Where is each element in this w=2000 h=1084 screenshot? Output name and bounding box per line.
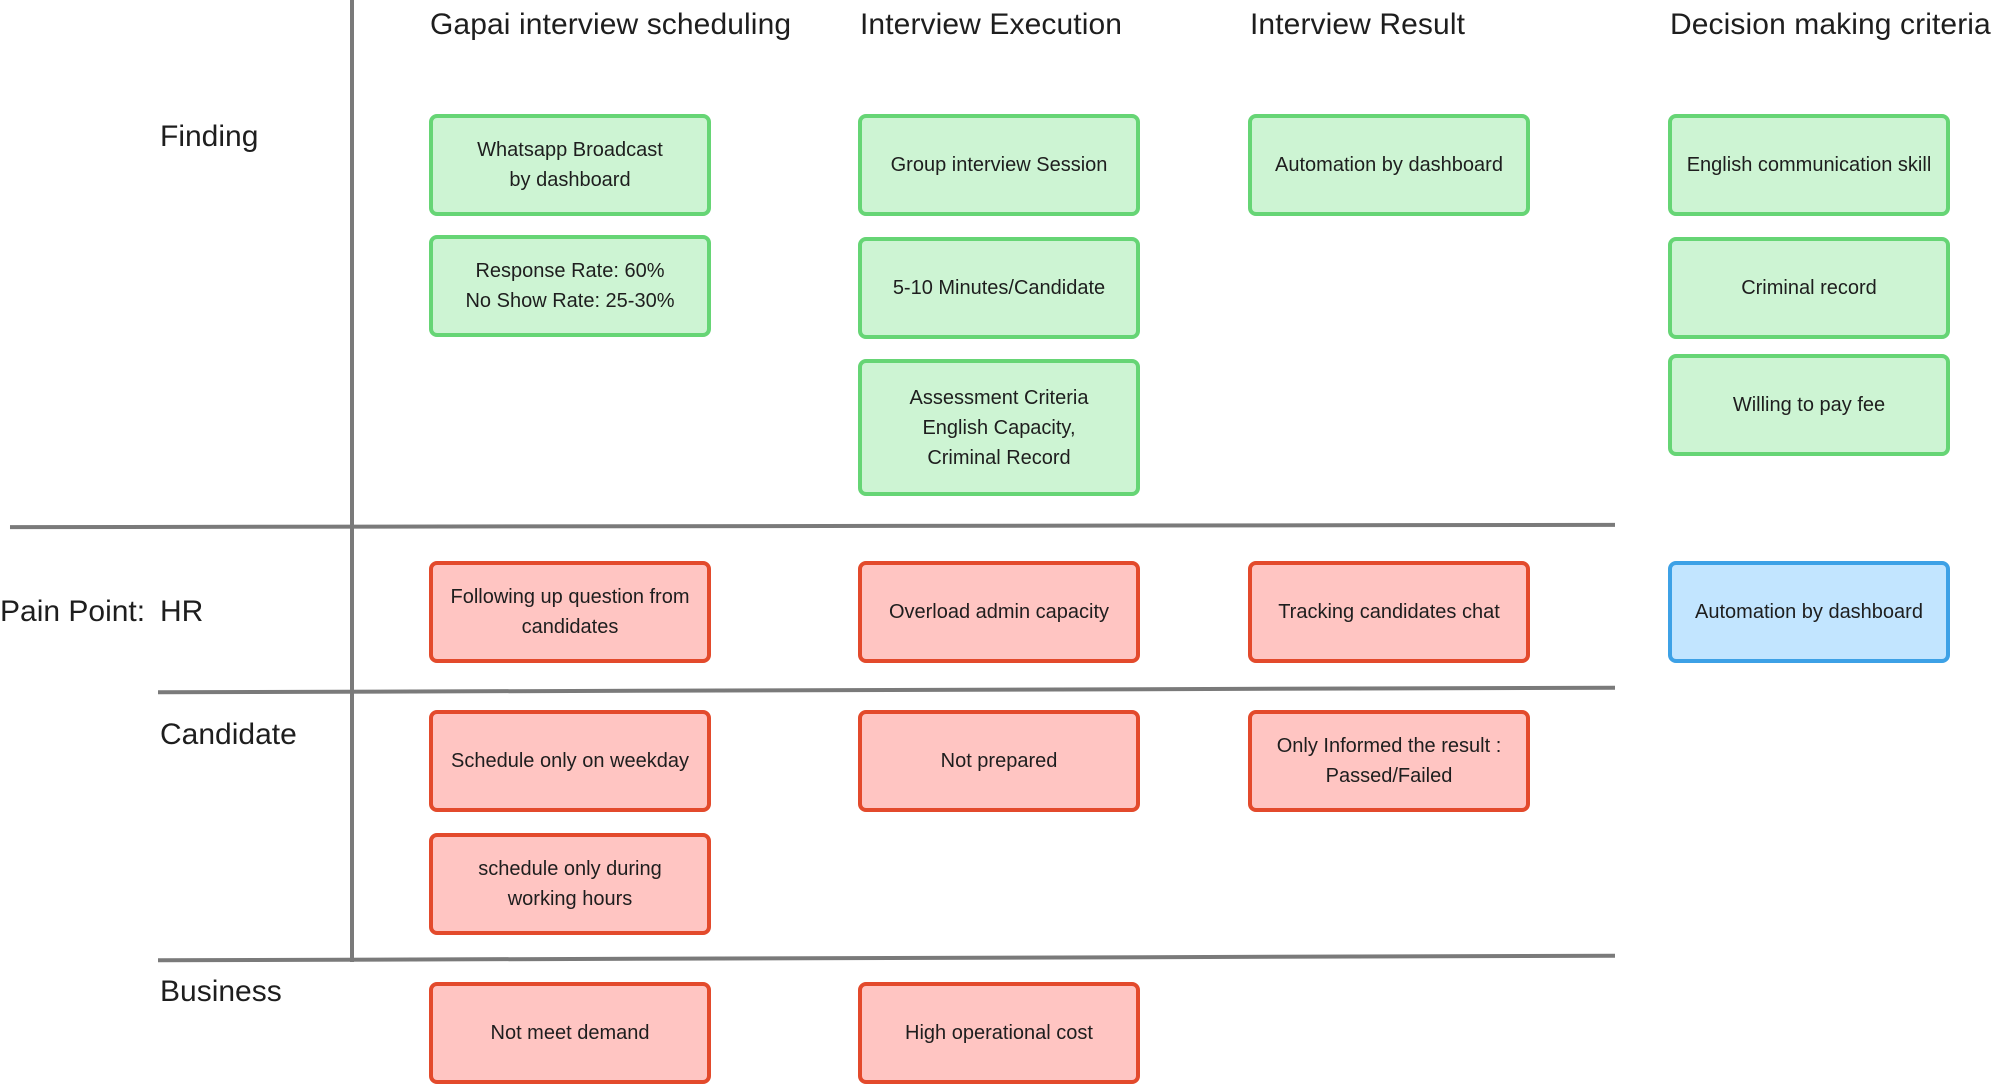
row-label-business: Business [160,975,282,1008]
horizontal-divider-candidate [157,953,1616,963]
candidate-card-not-prepared[interactable]: Not prepared [858,710,1140,812]
column-header-result: Interview Result [1250,8,1466,41]
finding-card-response-rate[interactable]: Response Rate: 60% No Show Rate: 25-30% [429,235,711,337]
horizontal-divider-hr [157,685,1616,695]
candidate-card-weekday[interactable]: Schedule only on weekday [429,710,711,812]
column-header-execution: Interview Execution [860,8,1123,41]
candidate-card-result-informed[interactable]: Only Informed the result : Passed/Failed [1248,710,1530,812]
finding-card-assessment-criteria[interactable]: Assessment Criteria English Capacity, Cr… [858,359,1140,496]
column-header-decision: Decision making criteria [1670,8,1991,41]
business-card-operational-cost[interactable]: High operational cost [858,982,1140,1084]
row-label-pain-point: Pain Point: [0,595,146,628]
finding-card-group-interview[interactable]: Group interview Session [858,114,1140,216]
finding-card-criminal-record[interactable]: Criminal record [1668,237,1950,339]
candidate-card-working-hours[interactable]: schedule only during working hours [429,833,711,935]
finding-card-english-communication[interactable]: English communication skill [1668,114,1950,216]
horizontal-divider-finding [9,522,1616,530]
hr-card-automation-decision[interactable]: Automation by dashboard [1668,561,1950,663]
hr-card-following-up[interactable]: Following up question from candidates [429,561,711,663]
hr-card-overload-admin[interactable]: Overload admin capacity [858,561,1140,663]
finding-card-minutes-per-candidate[interactable]: 5-10 Minutes/Candidate [858,237,1140,339]
row-label-hr: HR [160,595,204,628]
hr-card-tracking-chat[interactable]: Tracking candidates chat [1248,561,1530,663]
vertical-divider [350,0,354,962]
business-card-not-meet-demand[interactable]: Not meet demand [429,982,711,1084]
finding-card-automation-result[interactable]: Automation by dashboard [1248,114,1530,216]
row-label-finding: Finding [160,120,259,153]
finding-card-willing-to-pay[interactable]: Willing to pay fee [1668,354,1950,456]
column-header-scheduling: Gapai interview scheduling [430,8,792,41]
finding-card-whatsapp-broadcast[interactable]: Whatsapp Broadcast by dashboard [429,114,711,216]
row-label-candidate: Candidate [160,718,297,751]
